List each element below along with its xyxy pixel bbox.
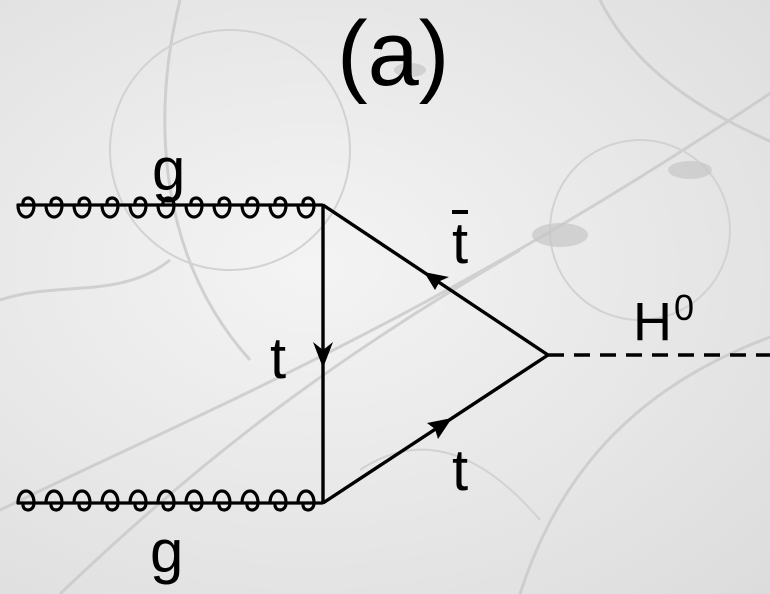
antitop-arrow bbox=[424, 272, 449, 290]
higgs-label-base: H bbox=[633, 291, 672, 352]
gluon-label-top: g bbox=[152, 136, 186, 203]
panel-label: (a) bbox=[337, 3, 450, 105]
top-propagator-label: t bbox=[270, 326, 287, 391]
gluon-line-bottom bbox=[16, 489, 324, 512]
gluon-line-top bbox=[16, 196, 324, 219]
antitop-label-text: t bbox=[452, 210, 469, 276]
higgs-label: H0 bbox=[633, 290, 694, 349]
gluon-label-bottom: g bbox=[150, 518, 184, 585]
top-arrow bbox=[427, 418, 452, 439]
antitop-label: t bbox=[452, 210, 469, 276]
top-outgoing-label: t bbox=[452, 438, 469, 503]
propagator-arrow-down bbox=[313, 342, 333, 368]
higgs-label-charge: 0 bbox=[674, 287, 695, 328]
